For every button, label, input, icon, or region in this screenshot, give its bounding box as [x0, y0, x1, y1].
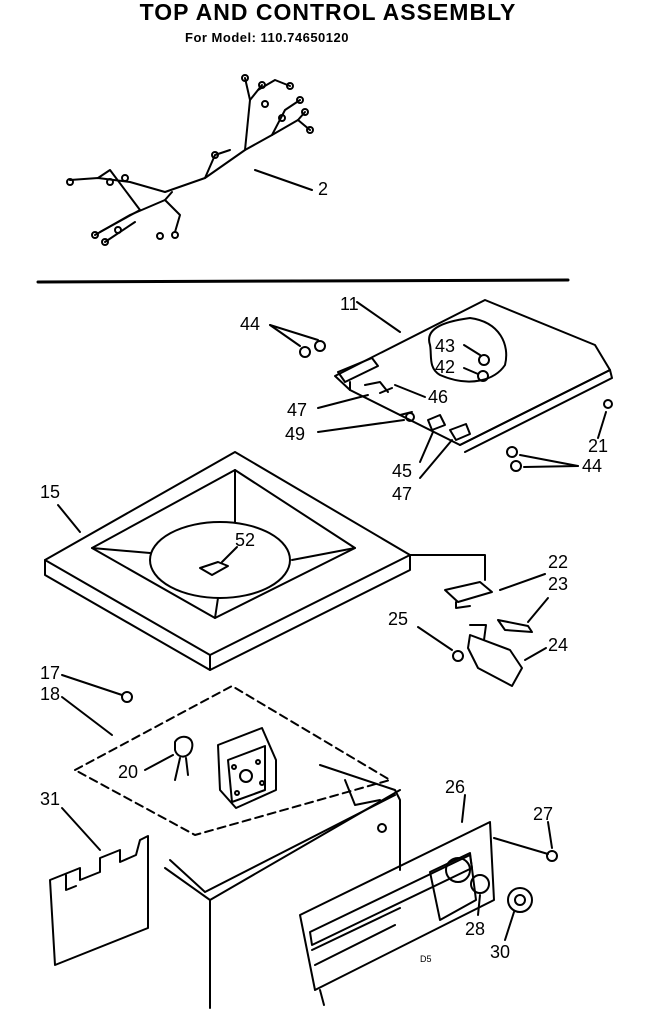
- label-part-47-upper: 47: [287, 400, 307, 420]
- label-part-27: 27: [533, 804, 553, 824]
- section-divider: [36, 278, 570, 284]
- page-mark: D5: [420, 954, 432, 964]
- side-panel: [49, 835, 149, 966]
- diagram-title: TOP AND CONTROL ASSEMBLY: [139, 0, 517, 25]
- screw-42: [477, 370, 489, 382]
- washer-49: [405, 412, 415, 422]
- label-part-18: 18: [40, 684, 60, 704]
- label-part-26: 26: [445, 777, 465, 797]
- screw-25: [452, 650, 464, 662]
- nut-43: [478, 354, 490, 366]
- control-panel: [299, 821, 558, 1006]
- label-part-20: 20: [118, 762, 138, 782]
- leader-44-a: [269, 324, 301, 347]
- cabinet-top-panel: [74, 685, 391, 836]
- label-part-17: 17: [40, 663, 60, 683]
- label-part-25: 25: [388, 609, 408, 629]
- label-part-49: 49: [285, 424, 305, 444]
- washer-top: [44, 451, 411, 671]
- label-part-42: 42: [435, 357, 455, 377]
- label-part-47-lower: 47: [392, 484, 412, 504]
- label-part-43: 43: [435, 336, 455, 356]
- label-part-2: 2: [318, 179, 328, 199]
- plug-21: [603, 399, 613, 409]
- leader-11: [356, 301, 401, 333]
- label-part-45: 45: [392, 461, 412, 481]
- label-part-31: 31: [40, 789, 60, 809]
- label-part-11: 11: [340, 294, 359, 314]
- label-part-28: 28: [465, 919, 485, 939]
- label-part-44-bottom: 44: [582, 456, 602, 476]
- model-number: For Model: 110.74650120: [185, 30, 349, 45]
- label-part-15: 15: [40, 482, 60, 502]
- screw-27: [546, 850, 558, 862]
- label-part-21: 21: [588, 436, 608, 456]
- leader-2: [254, 169, 313, 191]
- console-housing: [334, 299, 613, 453]
- label-part-52: 52: [235, 530, 255, 550]
- cabinet-body: [164, 764, 401, 1009]
- screw-44-c: [506, 446, 518, 458]
- knob-30: [507, 887, 533, 913]
- lid-switch: [444, 581, 533, 687]
- label-part-44-top: 44: [240, 314, 260, 334]
- label-part-23: 23: [548, 574, 568, 594]
- screw-44-d: [510, 460, 522, 472]
- wire-harness: [66, 74, 314, 246]
- label-part-30: 30: [490, 942, 510, 962]
- label-part-24: 24: [548, 635, 568, 655]
- screw-44-b: [314, 340, 326, 352]
- screw-44-a: [299, 346, 311, 358]
- label-part-46: 46: [428, 387, 448, 407]
- label-part-22: 22: [548, 552, 568, 572]
- knob-skirt-28: [470, 874, 490, 894]
